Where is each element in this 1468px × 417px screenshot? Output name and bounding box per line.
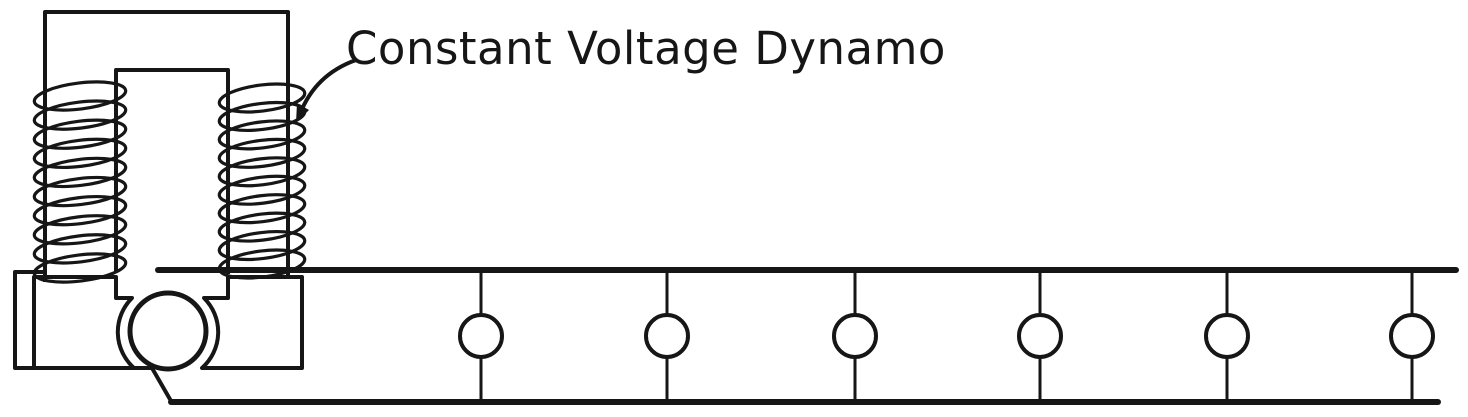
left-pole-piece [32, 275, 136, 370]
coil-turn [217, 82, 307, 114]
coil-turn [32, 137, 128, 170]
coil-turn [32, 80, 128, 112]
coil-turn [217, 137, 307, 169]
lamp-bulb [1017, 313, 1063, 359]
coil-turn [217, 211, 307, 243]
coils-group [32, 80, 307, 284]
lamp [1017, 270, 1063, 402]
dynamo-core-window [114, 68, 230, 274]
coil-turn [32, 252, 128, 284]
coil-turn [32, 194, 128, 227]
coil-turn [217, 119, 307, 151]
bus-group [155, 267, 1459, 405]
coil-turn [32, 233, 128, 265]
lamp-bulb [644, 313, 690, 359]
lamp [1204, 270, 1250, 402]
right-pole-piece [200, 275, 304, 370]
left-field-coil [32, 80, 128, 284]
coil-turn [32, 118, 128, 150]
lamp-bulb [458, 313, 504, 359]
coil-turn [217, 193, 307, 225]
lamp [458, 270, 504, 402]
armature-circle [127, 290, 209, 372]
coil-turn [217, 230, 307, 262]
coil-turn [32, 99, 128, 131]
dynamo-label: Constant Voltage Dynamo [346, 22, 946, 75]
lamp [1389, 270, 1435, 402]
coil-turn [32, 156, 128, 189]
label-arrow [298, 58, 357, 115]
coil-turn [217, 174, 307, 206]
label-arrowhead [296, 103, 309, 123]
lamp-bulb [832, 313, 878, 359]
field-wire-loop [13, 270, 173, 402]
lamp-bulb [1204, 313, 1250, 359]
coil-turn [217, 156, 307, 188]
lamp-bulb [1389, 313, 1435, 359]
lamp [832, 270, 878, 402]
lamps-group [458, 270, 1435, 402]
right-field-coil [217, 82, 307, 280]
lamp [644, 270, 690, 402]
coil-turn [32, 214, 128, 246]
coil-turn [32, 175, 128, 208]
